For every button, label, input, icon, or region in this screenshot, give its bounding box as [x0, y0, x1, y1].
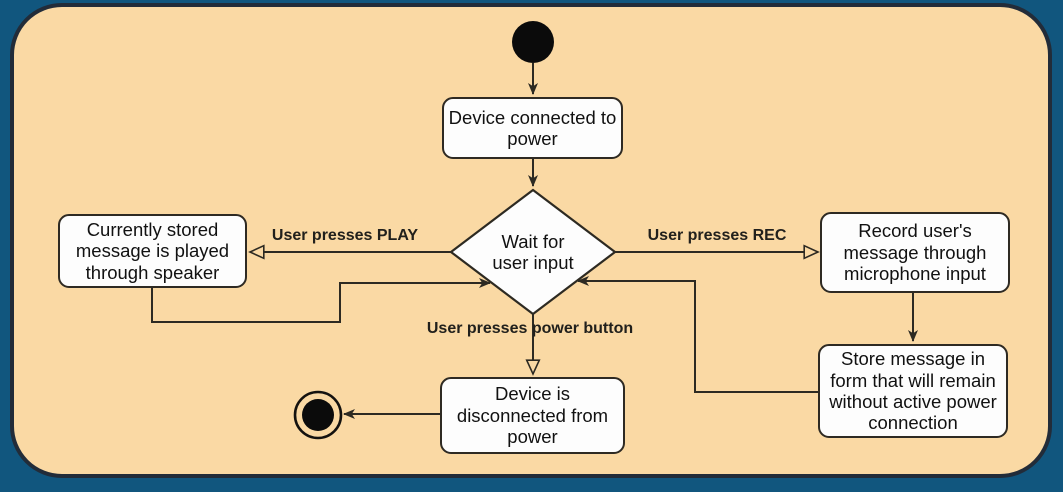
- final-state-node: [293, 390, 343, 440]
- edge-label-user-presses-rec: User presses REC: [647, 227, 787, 244]
- activity-store-message: Store message in form that will remain w…: [818, 344, 1008, 438]
- edge-store-to-wait: [577, 276, 818, 393]
- edge-label-user-presses-power: User presses power button: [426, 320, 634, 337]
- activity-record-message: Record user's message through microphone…: [820, 212, 1010, 293]
- initial-state-node: [512, 21, 554, 63]
- activity-play-message: Currently stored message is played throu…: [58, 214, 247, 288]
- edge-label-user-presses-play: User presses PLAY: [271, 227, 419, 244]
- activity-device-disconnected: Device is disconnected from power: [440, 377, 625, 454]
- activity-device-connected: Device connected to power: [442, 97, 623, 159]
- decision-wait-for-input-label: Wait for user input: [492, 230, 574, 273]
- edge-play-to-wait: [151, 278, 491, 323]
